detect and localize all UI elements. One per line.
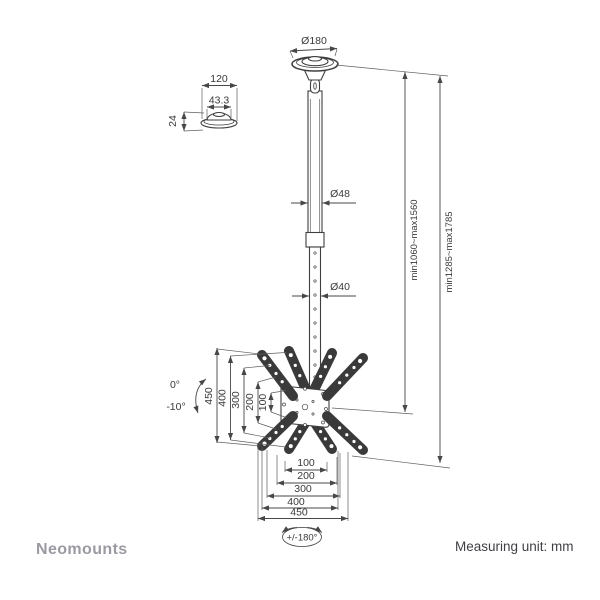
vesa-horizontal-400-label: 400	[287, 496, 305, 508]
brand-logo: Neomounts	[36, 541, 128, 558]
tilt-annotation: 0° -10°	[166, 378, 207, 414]
vesa-horizontal-100-label: 100	[297, 457, 315, 469]
ceiling-plate-drawing	[291, 56, 339, 72]
vesa-horizontal-450-label: 450	[290, 507, 308, 519]
vesa-horizontal-dimensions: 100 200 300 400 450	[257, 447, 349, 522]
height-range-inner-label: min1060~max1560	[409, 199, 420, 280]
ceiling-plate-diameter-label: Ø180	[301, 35, 327, 47]
detail-width-label: 120	[210, 73, 228, 85]
tilt-upper-label: 0°	[170, 379, 180, 391]
upper-pole-diameter-label: Ø48	[330, 188, 350, 200]
lower-pole-diameter-label: Ø40	[330, 281, 350, 293]
vesa-vertical-400-label: 400	[217, 389, 229, 407]
vesa-horizontal-200-label: 200	[297, 470, 315, 482]
tilt-lower-label: -10°	[166, 401, 185, 413]
lower-pole-diameter-dimension: Ø40	[292, 281, 356, 299]
rotation-label: +/-180°	[286, 533, 317, 544]
ceiling-plate-side-view: 120 43.3 24	[167, 73, 238, 132]
height-range-outer-label: min1285~max1785	[444, 211, 455, 292]
vesa-vertical-200-label: 200	[244, 393, 256, 411]
vesa-horizontal-300-label: 300	[294, 483, 312, 495]
vesa-bracket-drawing	[257, 346, 368, 455]
pole-drawing	[302, 66, 328, 388]
detail-inner-width-dimension: 43.3	[206, 95, 232, 118]
detail-height-dimension: 24	[167, 111, 205, 132]
vesa-front-arms	[257, 350, 368, 455]
rotation-annotation: +/-180°	[281, 526, 323, 547]
detail-width-dimension: 120	[201, 73, 238, 121]
upper-pole-diameter-dimension: Ø48	[291, 188, 356, 206]
vesa-vertical-300-label: 300	[230, 391, 242, 409]
ceiling-plate-diameter-dimension: Ø180	[289, 35, 338, 59]
vesa-vertical-dimensions: 450 400 300 200 100	[203, 348, 287, 448]
detail-height-label: 24	[167, 115, 179, 127]
vesa-vertical-450-label: 450	[203, 387, 215, 405]
height-range-dimensions: min1060~max1560 min1285~max1785	[331, 64, 455, 469]
footer: Neomounts Measuring unit: mm	[36, 539, 574, 558]
detail-plate-shape	[200, 111, 238, 129]
measuring-unit-note: Measuring unit: mm	[455, 539, 574, 554]
detail-inner-width-label: 43.3	[209, 95, 230, 107]
vesa-vertical-100-label: 100	[257, 394, 269, 412]
